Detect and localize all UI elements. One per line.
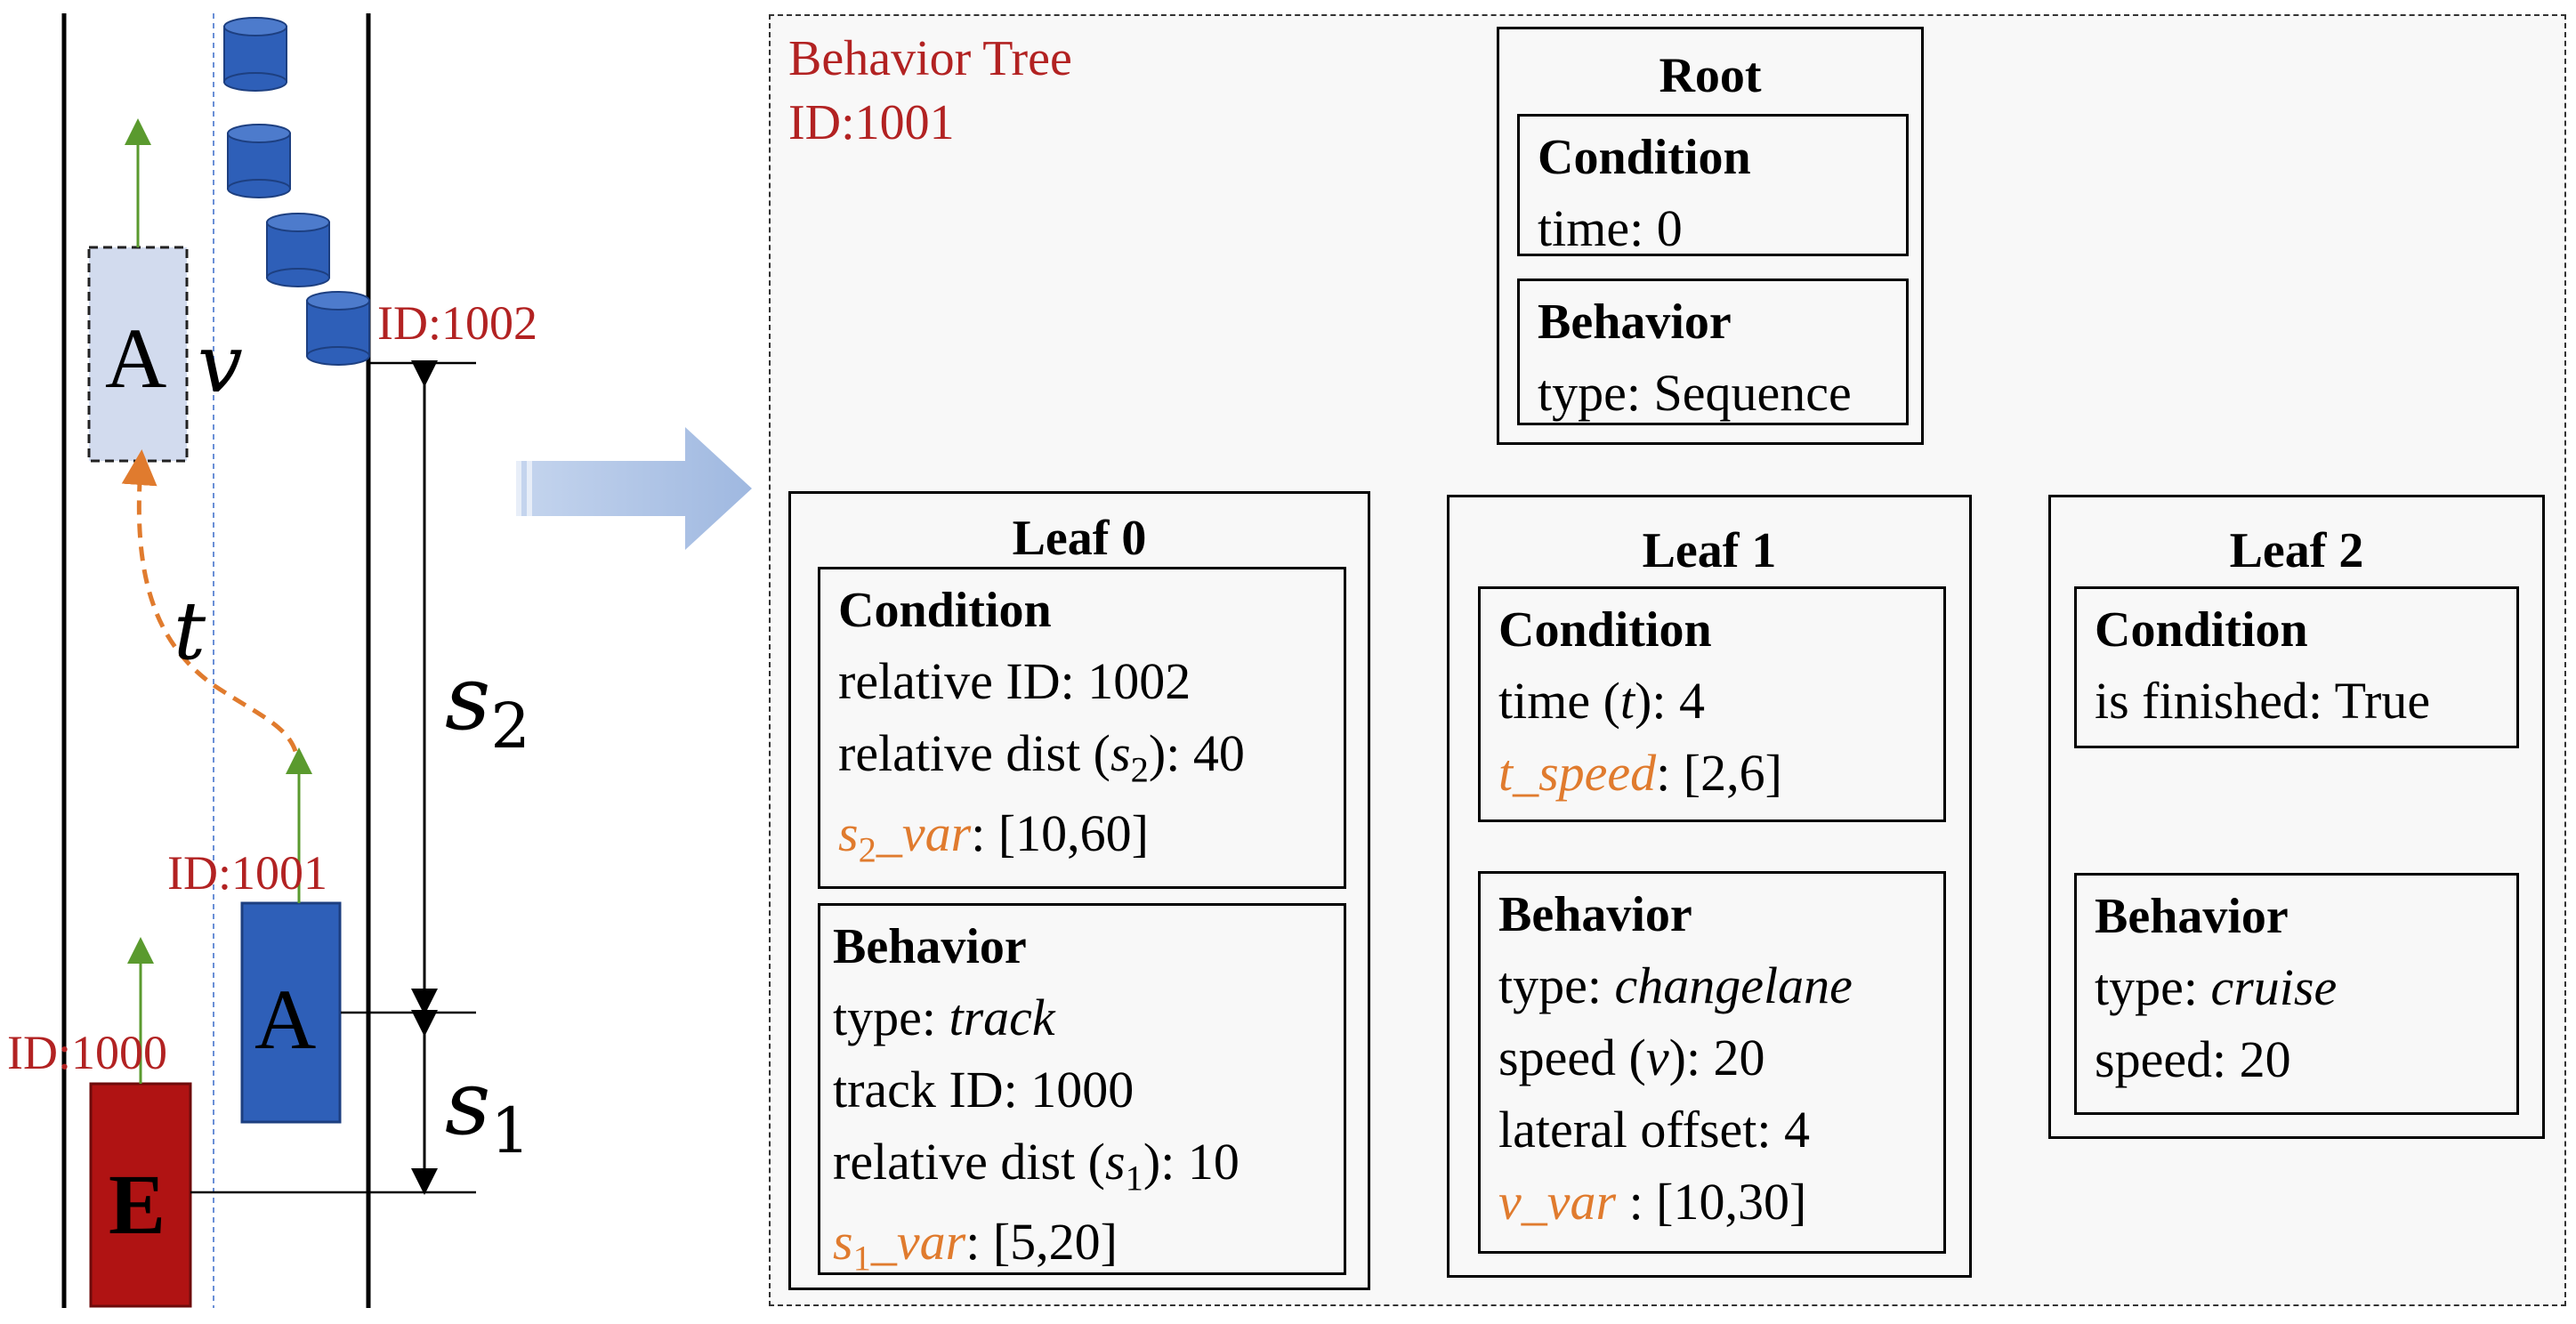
- obstacle-cylinders: [223, 17, 370, 366]
- leaf1-condition-header: Condition: [1498, 602, 1712, 658]
- ghost-car-letter: A: [105, 311, 167, 406]
- root-behavior-box: Behavior type: Sequence: [1517, 279, 1909, 425]
- leaf0-condition-relative-id: relative ID: 1002: [838, 652, 1191, 710]
- leaf0-title: Leaf 0: [1012, 511, 1147, 566]
- leaf0-condition-relative-dist: relative dist (s2): 40: [838, 724, 1245, 790]
- leaf1-behavior-box: Behavior type: changelane speed (v): 20 …: [1478, 871, 1946, 1254]
- obstacle-id-label: ID:1002: [377, 296, 537, 350]
- leaf1-title: Leaf 1: [1642, 523, 1777, 578]
- root-behavior-type: type: Sequence: [1538, 364, 1852, 422]
- leaf2-condition-finished: is finished: True: [2095, 672, 2431, 730]
- root-condition-time: time: 0: [1538, 199, 1683, 257]
- leaf1-behavior-speed: speed (v): 20: [1498, 1029, 1765, 1086]
- transition-arrow: [516, 427, 752, 550]
- root-title: Root: [1659, 48, 1762, 103]
- leaf0-node: Leaf 0 Condition relative ID: 1002 relat…: [788, 491, 1370, 1290]
- tree-id: ID:1001: [788, 95, 955, 150]
- leaf0-behavior-track-id: track ID: 1000: [833, 1061, 1135, 1118]
- car-e-letter: E: [109, 1157, 166, 1252]
- leaf2-behavior-speed: speed: 20: [2095, 1030, 2291, 1088]
- car-a-letter: A: [254, 972, 317, 1067]
- tree-title: Behavior Tree: [788, 31, 1072, 86]
- leaf1-behavior-v-var: v_var : [10,30]: [1498, 1173, 1807, 1231]
- root-behavior-header: Behavior: [1538, 295, 1732, 350]
- leaf0-behavior-box: Behavior type: track track ID: 1000 rela…: [818, 903, 1346, 1278]
- leaf0-condition-box: Condition relative ID: 1002 relative dis…: [818, 567, 1346, 889]
- velocity-label: v: [198, 318, 243, 411]
- s2-label: s2: [445, 646, 530, 763]
- leaf1-node: Leaf 1 Condition time (t): 4 t_speed: [2…: [1447, 495, 1972, 1278]
- s1-label: s1: [445, 1051, 530, 1167]
- leaf0-condition-header: Condition: [838, 583, 1052, 638]
- leaf0-behavior-s1-var: s1_var: [5,20]: [833, 1212, 1118, 1279]
- leaf2-behavior-type: type: cruise: [2095, 958, 2338, 1016]
- root-condition-box: Condition time: 0: [1517, 114, 1909, 257]
- leaf0-condition-s2-var: s2_var: [10,60]: [838, 803, 1149, 870]
- time-label: t: [174, 585, 206, 678]
- trajectory-path: [121, 449, 301, 775]
- leaf1-behavior-header: Behavior: [1498, 887, 1692, 942]
- leaf0-behavior-type: type: track: [833, 989, 1055, 1046]
- root-node: Root Condition time: 0 Behavior type: Se…: [1497, 27, 1924, 445]
- leaf2-node: Leaf 2 Condition is finished: True Behav…: [2048, 495, 2545, 1139]
- leaf1-behavior-type: type: changelane: [1498, 957, 1853, 1014]
- leaf1-behavior-lateral-offset: lateral offset: 4: [1498, 1101, 1811, 1158]
- leaf1-condition-time: time (t): 4: [1498, 672, 1705, 730]
- root-condition-header: Condition: [1538, 130, 1751, 185]
- leaf2-condition-box: Condition is finished: True: [2074, 586, 2519, 748]
- leaf1-condition-t-speed: t_speed: [2,6]: [1498, 744, 1782, 802]
- leaf2-title: Leaf 2: [2229, 523, 2364, 578]
- ghost-car: [87, 246, 189, 463]
- leaf0-behavior-header: Behavior: [833, 919, 1027, 974]
- car-a: [240, 901, 342, 1124]
- car-e: [89, 1082, 192, 1308]
- car-a-id-label: ID:1001: [167, 846, 327, 900]
- leaf2-behavior-header: Behavior: [2095, 889, 2289, 944]
- leaf1-condition-box: Condition time (t): 4 t_speed: [2,6]: [1478, 586, 1946, 822]
- leaf0-behavior-relative-dist: relative dist (s1): 10: [833, 1133, 1240, 1199]
- car-e-id-label: ID:1000: [7, 1026, 167, 1079]
- leaf2-behavior-box: Behavior type: cruise speed: 20: [2074, 873, 2519, 1115]
- leaf2-condition-header: Condition: [2095, 602, 2308, 658]
